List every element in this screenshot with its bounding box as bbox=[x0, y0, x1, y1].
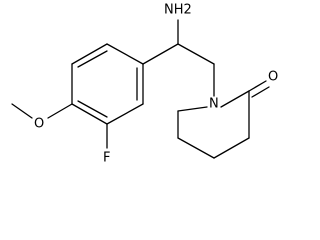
bond-ring-to-methoxy-o bbox=[47, 103, 73, 119]
carbonyl-oxygen-label: O bbox=[268, 70, 278, 85]
bond-methoxy-o-to-ch3 bbox=[11, 103, 33, 119]
methoxy-oxygen-label: O bbox=[34, 117, 44, 132]
bond-n-to-carbonyl-c bbox=[220, 90, 250, 108]
bond-ring-double-1 bbox=[77, 50, 108, 68]
bond-ch-to-ch2 bbox=[177, 43, 215, 65]
bond-ring-to-ch bbox=[142, 43, 179, 65]
bond-ring-c-c-2 bbox=[177, 137, 215, 159]
piperidinone-ring bbox=[177, 90, 250, 159]
fluorine-label: F bbox=[103, 151, 110, 166]
bond-ring-c5-c6 bbox=[106, 103, 144, 125]
bond-ring-c1-c2 bbox=[106, 43, 144, 65]
ring-nitrogen-label: N bbox=[209, 97, 219, 112]
benzene-ring bbox=[71, 43, 144, 125]
bond-ring-c-c-1 bbox=[213, 137, 250, 159]
bond-ring-c2-c3 bbox=[71, 43, 108, 65]
bond-ring-c4-c5 bbox=[71, 103, 108, 125]
bond-carbonyl-double-a bbox=[248, 80, 267, 92]
bond-carbonyl-double-b bbox=[251, 86, 270, 98]
molecule-diagram: NH2 N O O F bbox=[11, 3, 278, 166]
bond-ring-c-to-n bbox=[177, 106, 208, 112]
bond-ring-double-2 bbox=[77, 100, 108, 118]
amine-label: NH2 bbox=[164, 3, 192, 18]
